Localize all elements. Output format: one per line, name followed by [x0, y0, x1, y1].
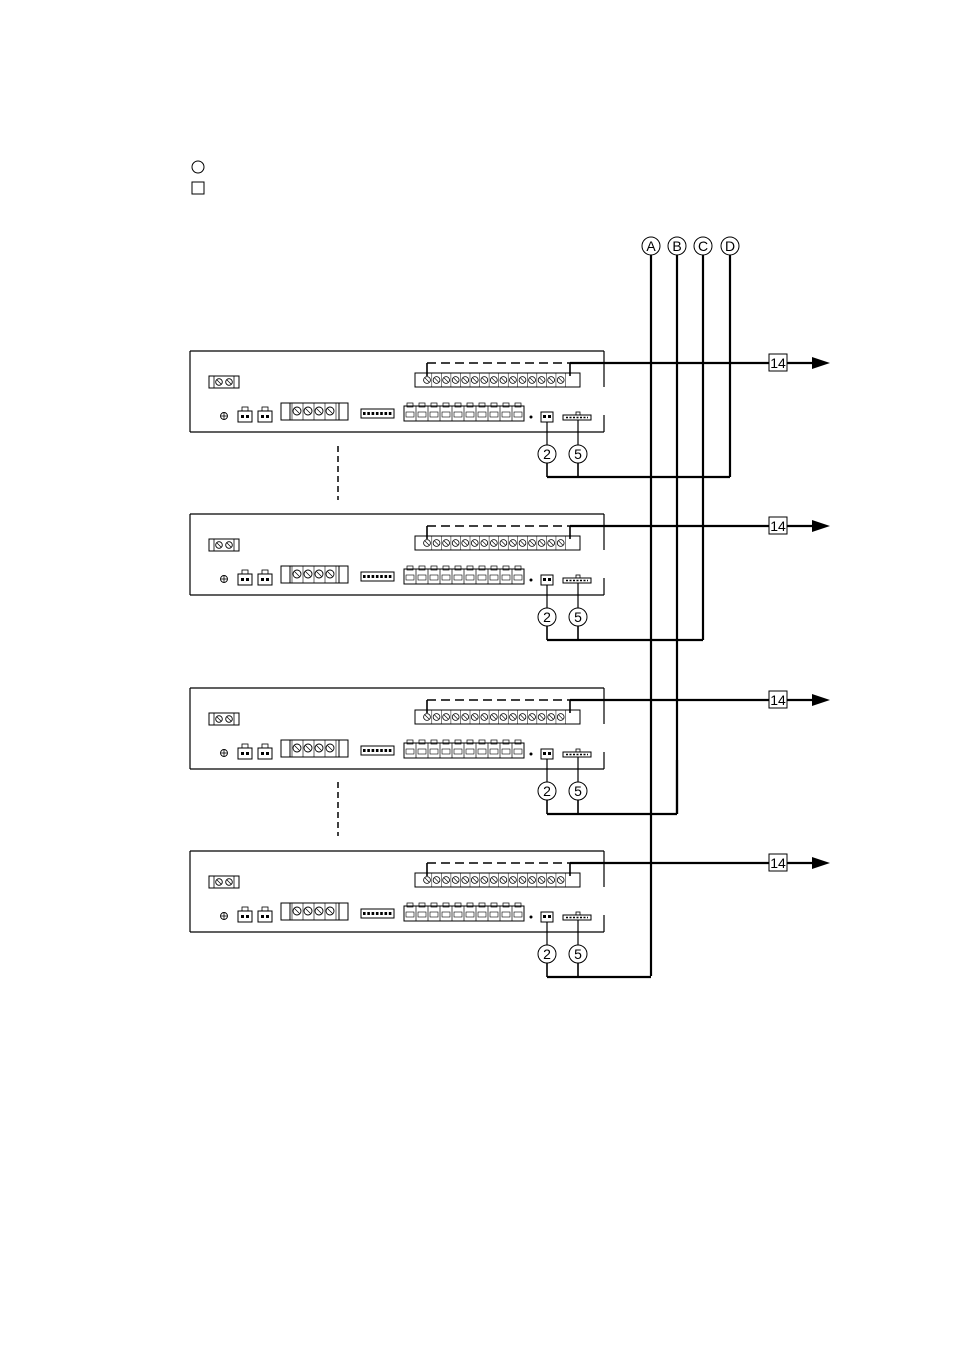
svg-text:5: 5: [574, 946, 582, 962]
svg-text:14: 14: [770, 855, 786, 871]
indicator-dot: [530, 753, 533, 756]
bus-label-d: D: [721, 237, 739, 255]
legend-circle-icon: [192, 161, 204, 173]
control-terminal-strip-icon: [415, 710, 580, 724]
indicator-dot: [530, 916, 533, 919]
port-2-connector-icon: [541, 912, 553, 922]
port-5-connector-icon: [563, 912, 591, 920]
unit-2: 14 2 5: [190, 514, 830, 640]
multi-pin-connector-icon: [361, 572, 394, 581]
speaker-terminal-icon: [281, 566, 348, 583]
power-terminal-icon: [209, 713, 239, 725]
port-2-callout: 2: [538, 945, 556, 963]
legend: [192, 161, 204, 194]
unit-3: 14 2 5: [190, 688, 830, 814]
port-5-callout: 5: [569, 945, 587, 963]
power-terminal-icon: [209, 376, 239, 388]
arrow-right-icon: [812, 357, 830, 369]
input-terminal-strip-icon: [404, 740, 524, 758]
unit-1: 14 2 5: [190, 351, 830, 477]
two-pin-connector-icon: [238, 907, 252, 922]
control-terminal-strip-icon: [415, 536, 580, 550]
port-5-connector-icon: [563, 412, 591, 420]
port-5-callout: 5: [569, 445, 587, 463]
port-2-callout: 2: [538, 608, 556, 626]
multi-pin-connector-icon: [361, 409, 394, 418]
svg-text:5: 5: [574, 609, 582, 625]
svg-text:14: 14: [770, 518, 786, 534]
power-terminal-icon: [209, 539, 239, 551]
input-terminal-strip-icon: [404, 903, 524, 921]
port-5-callout: 5: [569, 608, 587, 626]
speaker-terminal-icon: [281, 740, 348, 757]
port-2-connector-icon: [541, 749, 553, 759]
port-2-connector-icon: [541, 575, 553, 585]
unit-stack: 14 2 5 14 2 5 14 2 5 14 2 5: [190, 351, 830, 977]
legend-square-icon: [192, 182, 204, 194]
svg-text:A: A: [646, 238, 656, 254]
svg-text:2: 2: [543, 946, 551, 962]
multi-pin-connector-icon: [361, 909, 394, 918]
port-5-connector-icon: [563, 575, 591, 583]
output-destination-box: 14: [769, 854, 787, 871]
arrow-right-icon: [812, 857, 830, 869]
indicator-dot: [530, 579, 533, 582]
ground-icon: [221, 576, 228, 583]
port-5-callout: 5: [569, 782, 587, 800]
svg-text:14: 14: [770, 692, 786, 708]
svg-text:C: C: [698, 238, 708, 254]
speaker-terminal-icon: [281, 403, 348, 420]
bus-labels: A B C D: [642, 237, 739, 255]
arrow-right-icon: [812, 694, 830, 706]
output-destination-box: 14: [769, 691, 787, 708]
arrow-right-icon: [812, 520, 830, 532]
two-pin-connector-icon: [258, 570, 272, 585]
input-terminal-strip-icon: [404, 403, 524, 421]
svg-text:2: 2: [543, 783, 551, 799]
svg-text:14: 14: [770, 355, 786, 371]
input-terminal-strip-icon: [404, 566, 524, 584]
bus-label-a: A: [642, 237, 660, 255]
two-pin-connector-icon: [238, 570, 252, 585]
speaker-terminal-icon: [281, 903, 348, 920]
output-destination-box: 14: [769, 517, 787, 534]
control-terminal-strip-icon: [415, 873, 580, 887]
svg-text:5: 5: [574, 783, 582, 799]
two-pin-connector-icon: [258, 744, 272, 759]
two-pin-connector-icon: [258, 407, 272, 422]
two-pin-connector-icon: [238, 744, 252, 759]
multi-pin-connector-icon: [361, 746, 394, 755]
port-2-callout: 2: [538, 782, 556, 800]
power-terminal-icon: [209, 876, 239, 888]
control-terminal-strip-icon: [415, 373, 580, 387]
svg-text:5: 5: [574, 446, 582, 462]
two-pin-connector-icon: [238, 407, 252, 422]
ground-icon: [221, 413, 228, 420]
unit-4: 14 2 5: [190, 851, 830, 977]
svg-text:D: D: [725, 238, 735, 254]
svg-text:B: B: [672, 238, 681, 254]
ground-icon: [221, 913, 228, 920]
port-2-connector-icon: [541, 412, 553, 422]
two-pin-connector-icon: [258, 907, 272, 922]
ground-icon: [221, 750, 228, 757]
indicator-dot: [530, 416, 533, 419]
output-destination-box: 14: [769, 354, 787, 371]
svg-text:2: 2: [543, 446, 551, 462]
svg-text:2: 2: [543, 609, 551, 625]
bus-label-c: C: [694, 237, 712, 255]
port-2-callout: 2: [538, 445, 556, 463]
port-5-connector-icon: [563, 749, 591, 757]
bus-label-b: B: [668, 237, 686, 255]
